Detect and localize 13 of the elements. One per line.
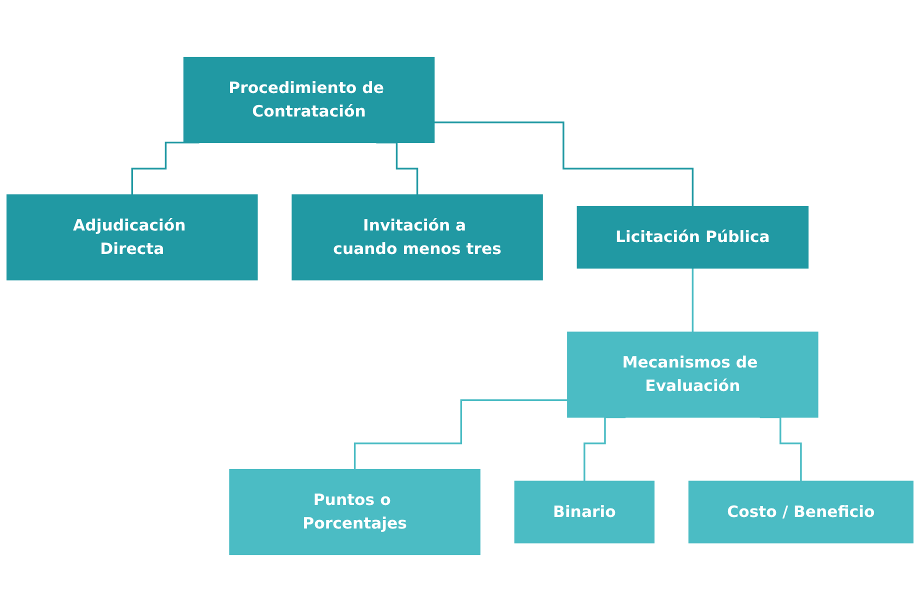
node-box: Procedimiento de Contratación	[183, 56, 435, 143]
connector	[760, 416, 802, 482]
connector	[354, 399, 568, 470]
node-box: Costo / Beneficio	[688, 480, 914, 544]
connector	[434, 122, 694, 208]
node-box: Binario	[514, 480, 655, 544]
node-box: Puntos o Porcentajes	[229, 469, 480, 556]
node-box: Licitación Pública	[576, 206, 809, 269]
node-box: Adjudicación Directa	[6, 194, 258, 280]
node-box: Mecanismos de Evaluación	[567, 332, 818, 418]
node-box: Invitación a cuando menos tres	[292, 194, 543, 280]
connector	[584, 416, 626, 482]
connector	[692, 267, 694, 333]
